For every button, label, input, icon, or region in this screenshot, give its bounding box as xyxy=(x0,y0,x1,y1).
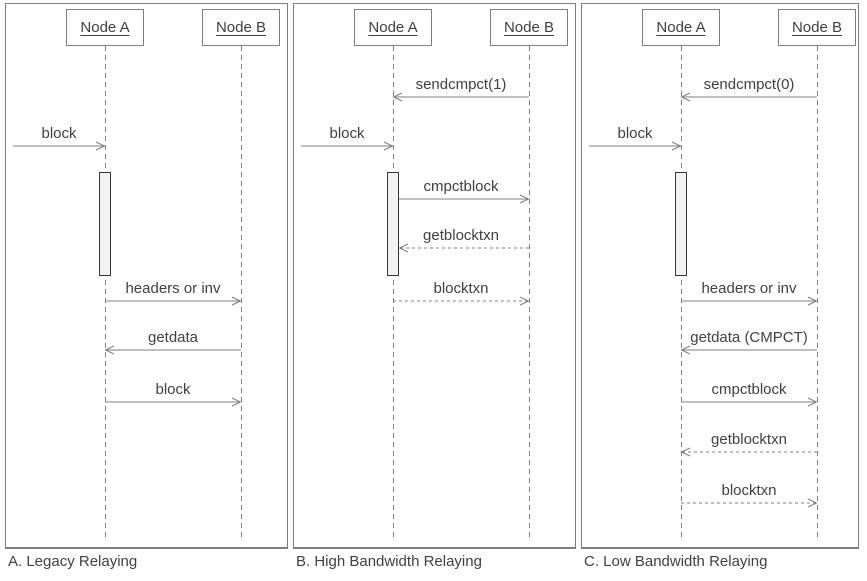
panel-caption: A. Legacy Relaying xyxy=(8,553,138,570)
arrowhead xyxy=(680,92,691,102)
arrowhead xyxy=(680,447,691,457)
message-label: block xyxy=(617,125,653,142)
node-a-lifeline xyxy=(393,46,394,540)
arrowhead xyxy=(104,345,115,355)
message-label: getdata (CMPCT) xyxy=(690,329,808,346)
arrowhead xyxy=(519,194,530,204)
node-b-lifeline xyxy=(529,46,530,540)
node-b-box: Node B xyxy=(202,9,280,46)
message-label: getdata xyxy=(147,329,199,346)
node-a-box: Node A xyxy=(354,9,432,46)
arrowhead xyxy=(807,296,818,306)
message-label: getblocktxn xyxy=(423,227,499,244)
arrowhead xyxy=(807,397,818,407)
message-arrow xyxy=(104,345,241,355)
message-label: block xyxy=(329,125,365,142)
arrowhead xyxy=(680,345,691,355)
activation-bar xyxy=(675,172,687,276)
message-label: blocktxn xyxy=(721,482,777,499)
message-label: cmpctblock xyxy=(711,381,787,398)
message-arrow xyxy=(392,92,529,102)
message-arrow xyxy=(393,296,530,306)
node-b-lifeline xyxy=(817,46,818,540)
panel-b-high-bandwidth xyxy=(293,3,576,549)
message-arrow xyxy=(393,194,530,204)
node-a-lifeline xyxy=(105,46,106,540)
arrowhead xyxy=(231,397,242,407)
message-label: headers or inv xyxy=(701,280,797,297)
message-label: sendcmpct(0) xyxy=(703,76,795,93)
arrowhead xyxy=(95,141,106,151)
message-label: getblocktxn xyxy=(711,431,787,448)
message-label: sendcmpct(1) xyxy=(415,76,507,93)
panel-caption: C. Low Bandwidth Relaying xyxy=(584,553,768,570)
arrowhead xyxy=(383,141,394,151)
message-arrow xyxy=(105,397,242,407)
node-b-lifeline xyxy=(241,46,242,540)
node-b-box: Node B xyxy=(778,9,856,46)
message-label: blocktxn xyxy=(433,280,489,297)
arrowhead xyxy=(807,498,818,508)
message-arrow xyxy=(301,141,394,151)
message-arrow xyxy=(680,92,817,102)
node-a-box: Node A xyxy=(642,9,720,46)
arrowhead xyxy=(398,243,409,253)
arrowhead xyxy=(392,92,403,102)
activation-bar xyxy=(99,172,111,276)
panel-caption: B. High Bandwidth Relaying xyxy=(296,553,482,570)
arrowhead xyxy=(671,141,682,151)
message-arrow xyxy=(680,447,817,457)
message-arrow xyxy=(589,141,682,151)
message-label: block xyxy=(155,381,191,398)
message-label: headers or inv xyxy=(125,280,221,297)
message-arrow xyxy=(681,397,818,407)
arrowhead xyxy=(519,296,530,306)
message-arrow xyxy=(681,498,818,508)
message-arrow xyxy=(681,296,818,306)
node-a-lifeline xyxy=(681,46,682,540)
message-arrow xyxy=(105,296,242,306)
arrowhead xyxy=(231,296,242,306)
node-b-box: Node B xyxy=(490,9,568,46)
message-label: cmpctblock xyxy=(423,178,499,195)
message-arrow xyxy=(13,141,106,151)
message-label: block xyxy=(41,125,77,142)
panel-c-low-bandwidth xyxy=(581,3,859,549)
message-arrow xyxy=(680,345,817,355)
message-arrow xyxy=(398,243,529,253)
panel-a-legacy xyxy=(5,3,288,549)
node-a-box: Node A xyxy=(66,9,144,46)
activation-bar xyxy=(387,172,399,276)
